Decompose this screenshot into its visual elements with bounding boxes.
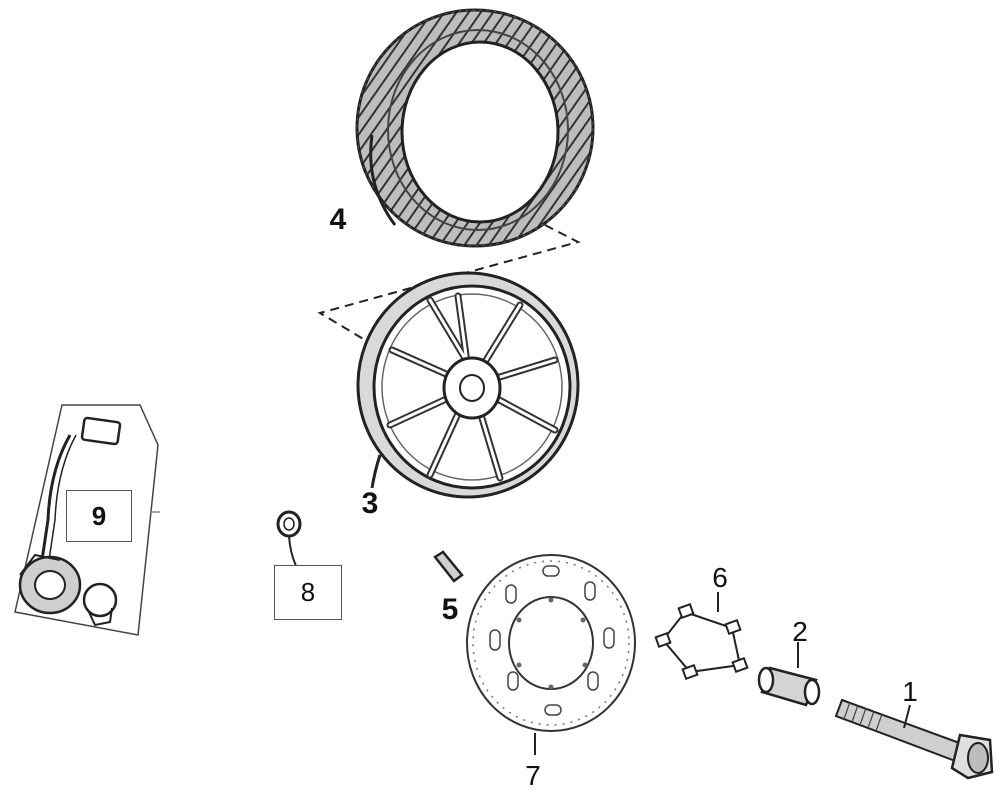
pin-part — [433, 550, 464, 583]
axle-bolt-part — [834, 698, 994, 780]
callout-3: 3 — [361, 487, 379, 520]
callout-7: 7 — [525, 760, 541, 791]
ring-part — [276, 510, 302, 567]
callout-6: 6 — [712, 562, 728, 593]
bolt-set-part — [654, 592, 749, 681]
callout-2: 2 — [792, 616, 808, 647]
spacer-part — [757, 642, 821, 707]
callout-1: 1 — [902, 676, 918, 707]
speed-sensor-assembly-part — [14, 404, 160, 636]
tire-part — [355, 8, 595, 248]
brake-disc-part — [466, 554, 636, 755]
callout-4: 4 — [329, 203, 347, 236]
callout-5: 5 — [441, 593, 459, 626]
callout-9-box: 9 — [66, 490, 132, 542]
callout-8-box: 8 — [274, 565, 342, 620]
wheel-rim-part — [356, 271, 580, 499]
